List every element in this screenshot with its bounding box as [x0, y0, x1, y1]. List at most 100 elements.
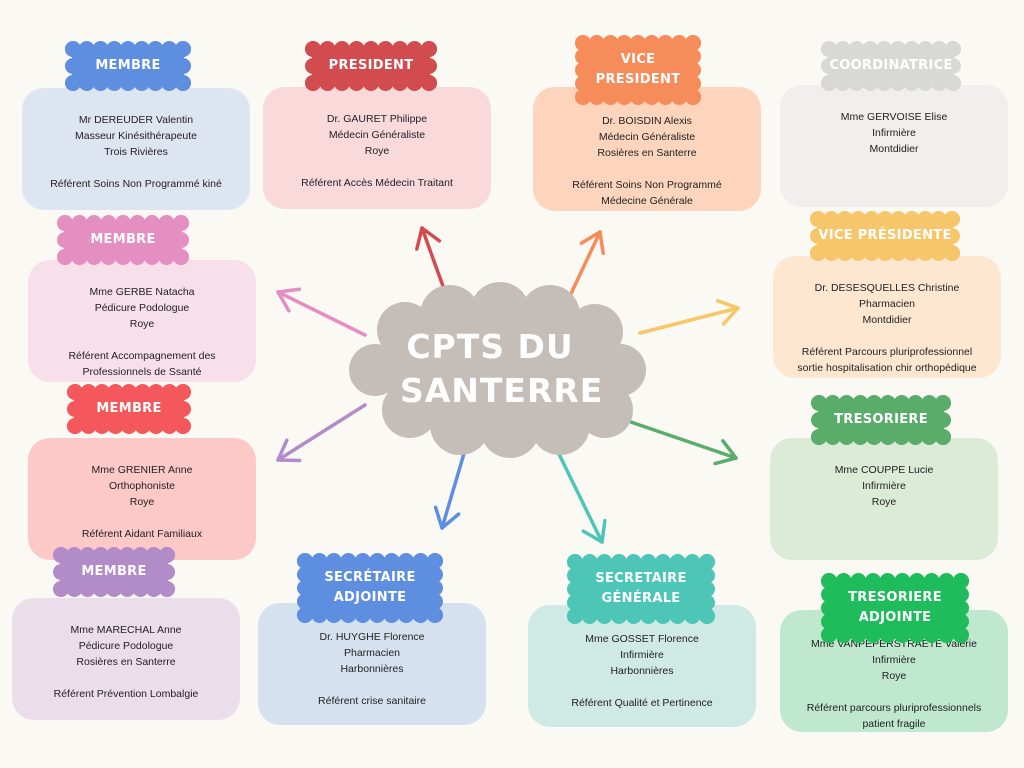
- connector-arrow: [638, 299, 740, 335]
- connector-arrow: [566, 230, 605, 302]
- role-tag-desesquelles: VICE PRÉSIDENTE: [810, 211, 960, 261]
- role-tag-vanpeperstraete: TRESORIERE ADJOINTE: [821, 573, 969, 643]
- role-tag-dereuder: MEMBRE: [65, 41, 191, 91]
- role-label: MEMBRE: [96, 399, 161, 419]
- member-info-line: Dr. DESESQUELLES Christine: [814, 282, 960, 294]
- role-label-line: PRESIDENT: [595, 72, 681, 87]
- member-referent-line: patient fragile: [862, 718, 926, 730]
- member-referent-line: Référent Soins Non Programmé kiné: [50, 178, 222, 190]
- role-label-line: SECRETAIRE: [595, 571, 687, 586]
- member-info-line: Pédicure Podologue: [78, 640, 174, 652]
- spacer: [788, 684, 1000, 700]
- role-label-line: VICE PRÉSIDENTE: [818, 228, 952, 243]
- role-label-line: MEMBRE: [81, 564, 147, 579]
- member-info-line: Roye: [129, 318, 155, 330]
- member-referent-line: Référent parcours pluriprofessionnels: [806, 702, 982, 714]
- spacer: [781, 328, 993, 344]
- member-referent-line: Référent Aidant Familiaux: [81, 528, 203, 540]
- role-label-line: SECRÉTAIRE: [324, 570, 416, 585]
- member-info-line: Pédicure Podologue: [94, 302, 190, 314]
- center-title: CPTS DU SANTERRE: [400, 325, 604, 413]
- role-label-line: MEMBRE: [96, 401, 162, 416]
- member-referent-line: Médecine Générale: [601, 195, 693, 207]
- member-info-line: Mr DEREUDER Valentin: [78, 114, 194, 126]
- member-referent-line: Référent Accompagnement des: [68, 350, 216, 362]
- member-info-line: Dr. HUYGHE Florence: [319, 631, 425, 643]
- role-label-line: GÉNÉRALE: [601, 591, 681, 606]
- role-label-line: MEMBRE: [90, 232, 156, 247]
- member-info-line: Roye: [129, 496, 155, 508]
- member-referent-line: Référent Prévention Lombalgie: [53, 688, 199, 700]
- role-label-line: ADJOINTE: [858, 610, 932, 625]
- role-tag-marechal: MEMBRE: [53, 547, 175, 597]
- member-info-line: Mme GERVOISE Elise: [840, 111, 948, 123]
- member-info-line: Orthophoniste: [109, 480, 175, 492]
- member-info-line: Mme GERBE Natacha: [89, 286, 195, 298]
- member-info-line: Rosières en Santerre: [597, 147, 697, 159]
- spacer: [36, 510, 248, 526]
- role-label: VICE PRÉSIDENTE: [818, 226, 951, 246]
- member-info-line: Dr. BOISDIN Alexis: [602, 115, 692, 127]
- role-tag-couppe: TRESORIERE: [811, 395, 951, 445]
- member-info-line: Roye: [881, 670, 907, 682]
- member-info-line: Roye: [364, 145, 390, 157]
- member-info-line: Dr. GAURET Philippe: [326, 113, 428, 125]
- role-tag-grenier: MEMBRE: [67, 384, 191, 434]
- member-info-line: Montdidier: [869, 143, 919, 155]
- member-info-line: Montdidier: [862, 314, 912, 326]
- role-label: TRESORIERE: [834, 410, 928, 430]
- member-info-line: Mme MARECHAL Anne: [70, 624, 182, 636]
- role-tag-gervoise: COORDINATRICE: [821, 41, 961, 91]
- connector-arrow: [276, 403, 367, 463]
- member-info-line: Infirmière: [620, 649, 664, 661]
- spacer: [541, 161, 753, 177]
- role-label-line: TRESORIERE: [848, 590, 942, 605]
- member-info-line: Mme GOSSET Florence: [585, 633, 699, 645]
- role-label: SECRETAIRE GÉNÉRALE: [595, 569, 686, 609]
- spacer: [36, 332, 248, 348]
- member-info-line: Harbonnières: [610, 665, 674, 677]
- member-info-line: Harbonnières: [340, 663, 404, 675]
- role-tag-gosset: SECRETAIRE GÉNÉRALE: [567, 554, 715, 624]
- role-label: TRESORIERE ADJOINTE: [848, 588, 942, 628]
- member-info-line: Roye: [871, 496, 897, 508]
- member-referent-line: Référent crise sanitaire: [318, 695, 426, 707]
- center-title-line2: SANTERRE: [400, 371, 604, 410]
- member-info-line: Trois Rivières: [104, 146, 168, 158]
- spacer: [536, 679, 748, 695]
- role-label-line: PRESIDENT: [328, 58, 414, 73]
- role-label-line: VICE: [620, 52, 656, 67]
- member-info-line: Rosières en Santerre: [76, 656, 176, 668]
- role-label: COORDINATRICE: [829, 56, 952, 76]
- role-label: MEMBRE: [81, 562, 146, 582]
- member-info-line: Mme COUPPE Lucie: [834, 464, 934, 476]
- role-label-line: MEMBRE: [95, 58, 161, 73]
- role-label: VICE PRESIDENT: [596, 50, 681, 90]
- member-info-line: Pharmacien: [858, 298, 916, 310]
- spacer: [30, 160, 242, 176]
- role-label-line: COORDINATRICE: [829, 58, 953, 73]
- spacer: [266, 677, 478, 693]
- center-cloud: [349, 282, 646, 458]
- member-referent-line: sortie hospitalisation chir orthopédique: [797, 362, 977, 374]
- member-referent-line: Référent Accès Médecin Traitant: [301, 177, 453, 189]
- member-info-line: Infirmière: [872, 127, 916, 139]
- role-label-line: TRESORIERE: [834, 412, 928, 427]
- member-referent-line: Professionnels de Ssanté: [82, 366, 202, 378]
- member-info-line: Médecin Généraliste: [328, 129, 426, 141]
- member-info-line: Infirmière: [872, 654, 916, 666]
- member-info-line: Pharmacien: [343, 647, 401, 659]
- member-info-line: Médecin Généraliste: [598, 131, 696, 143]
- role-label: PRESIDENT: [329, 56, 414, 76]
